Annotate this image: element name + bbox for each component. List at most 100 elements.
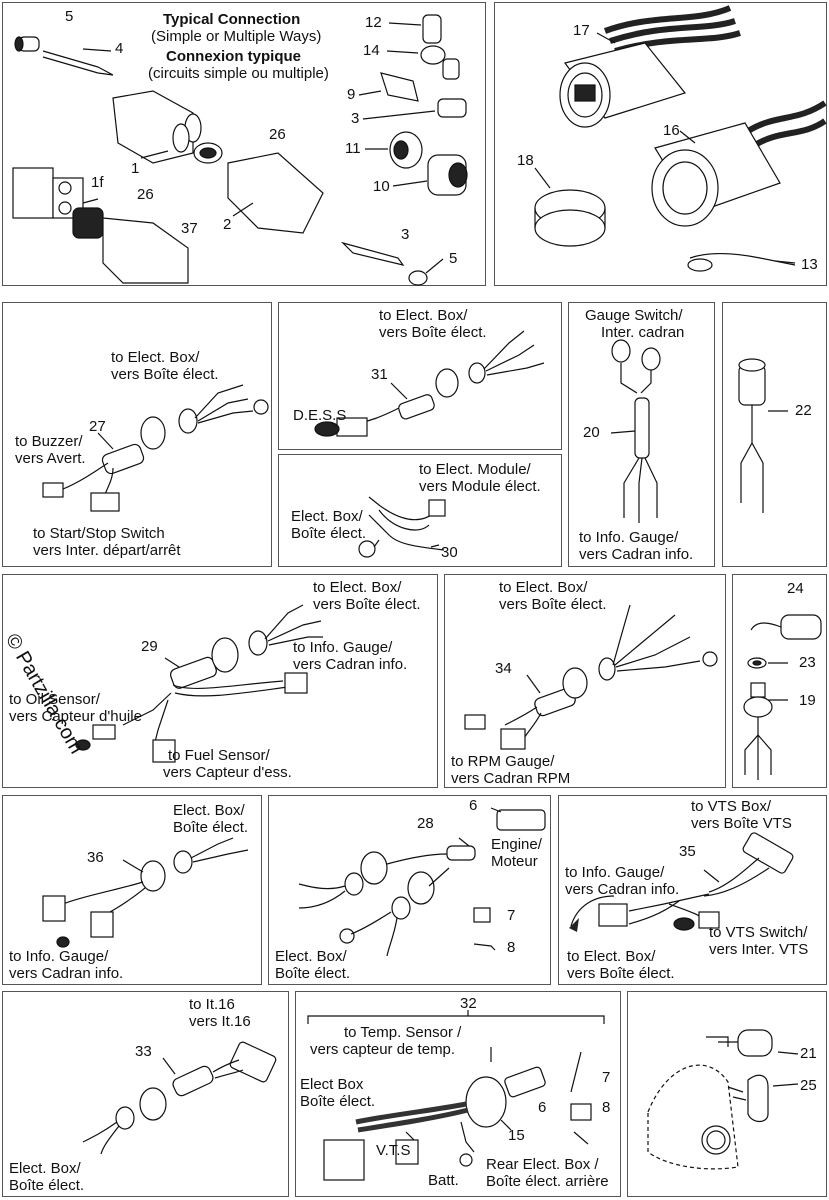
harness-32-box-en: Elect Box xyxy=(300,1076,364,1093)
callout-32: 32 xyxy=(460,995,477,1012)
to-it16-fr: vers It.16 xyxy=(189,1013,251,1030)
panel-gauge-switch: Gauge Switch/ Inter. cadran 20 to Info. … xyxy=(568,302,715,567)
callout-23: 23 xyxy=(799,654,816,671)
harness-31-drawing xyxy=(314,330,545,437)
callout-25: 25 xyxy=(800,1077,817,1094)
vts-box-fr: vers Boîte VTS xyxy=(691,815,792,832)
callout-18: 18 xyxy=(517,152,534,169)
buzzer-fr: vers Avert. xyxy=(15,450,86,467)
batt-label: Batt. xyxy=(428,1172,459,1189)
callout-11: 11 xyxy=(345,140,361,157)
callout-3b: 3 xyxy=(351,110,360,127)
to-it16-en: to It.16 xyxy=(189,996,235,1013)
oil-sensor-fr: vers Capteur d'huile xyxy=(9,708,142,725)
temp-sensor-fr: vers capteur de temp. xyxy=(310,1041,456,1058)
start-switch-en: to Start/Stop Switch xyxy=(33,525,165,542)
callout-24: 24 xyxy=(787,580,804,597)
harness-29-info-en: to Info. Gauge/ xyxy=(293,639,393,656)
fuel-sensor-fr: vers Capteur d'ess. xyxy=(163,764,292,781)
callout-6b: 6 xyxy=(538,1099,547,1116)
harness-36-drawing xyxy=(42,837,249,948)
panel-harness-31: to Elect. Box/ vers Boîte élect. 31 D.E.… xyxy=(278,302,562,450)
sensor-22-drawing xyxy=(738,358,788,513)
harness-29-drawing xyxy=(75,604,323,763)
panel-harness-27: to Elect. Box/ vers Boîte élect. 27 to B… xyxy=(2,302,272,567)
harness-33-box-en: Elect. Box/ xyxy=(9,1160,81,1177)
callout-36: 36 xyxy=(87,849,104,866)
start-switch-fr: vers Inter. départ/arrêt xyxy=(33,542,181,559)
harness-30-box-fr: Boîte élect. xyxy=(291,525,367,542)
harness-33-box-fr: Boîte élect. xyxy=(9,1177,85,1194)
harness-36-info-fr: vers Cadran info. xyxy=(9,965,124,982)
rear-box-en: Rear Elect. Box / xyxy=(486,1156,599,1173)
panel-gauges: 17 16 18 13 xyxy=(494,2,827,286)
harness-30-drawing xyxy=(358,496,446,558)
vts-box-en: to VTS Box/ xyxy=(691,798,772,815)
callout-8: 8 xyxy=(507,939,516,956)
callout-7: 7 xyxy=(507,907,516,924)
harness-33-drawing xyxy=(82,1041,277,1155)
module-en: to Elect. Module/ xyxy=(419,461,531,478)
buzzer-en: to Buzzer/ xyxy=(15,433,83,450)
panel-covers: 21 25 xyxy=(627,991,827,1197)
harness-36-info-en: to Info. Gauge/ xyxy=(9,948,109,965)
rpm-gauge-en: to RPM Gauge/ xyxy=(451,753,555,770)
callout-19: 19 xyxy=(799,692,816,709)
harness-28-drawing xyxy=(298,807,546,957)
callout-12: 12 xyxy=(365,14,382,31)
panel-harness-34: to Elect. Box/ vers Boîte élect. 34 to R… xyxy=(444,574,726,788)
harness-27-to-box-fr: vers Boîte élect. xyxy=(111,366,219,383)
panel-harness-33: to It.16 vers It.16 33 Elect. Box/ Boîte… xyxy=(2,991,289,1197)
harness-35-info-en: to Info. Gauge/ xyxy=(565,864,665,881)
callout-27: 27 xyxy=(89,418,106,435)
callout-5: 5 xyxy=(65,8,74,25)
title-fr: Connexion typique xyxy=(166,48,301,65)
harness-32-drawing xyxy=(307,1010,605,1181)
callout-15: 15 xyxy=(508,1127,525,1144)
panel-harness-35: to VTS Box/ vers Boîte VTS 35 to Info. G… xyxy=(558,795,827,985)
callout-31: 31 xyxy=(371,366,388,383)
callout-35: 35 xyxy=(679,843,696,860)
harness-35-box-en: to Elect. Box/ xyxy=(567,948,656,965)
callout-2: 2 xyxy=(223,216,232,233)
dess-label: D.E.S.S xyxy=(293,407,347,424)
panel-sensor-19: 24 23 19 xyxy=(732,574,827,788)
harness-34-drawing xyxy=(464,604,718,750)
harness-31-to-box-en: to Elect. Box/ xyxy=(379,307,468,324)
panel-typical-connection: Typical Connection (Simple or Multiple W… xyxy=(2,2,486,286)
gauge-switch-info-en: to Info. Gauge/ xyxy=(579,529,679,546)
harness-35-box-fr: vers Boîte élect. xyxy=(567,965,675,982)
panel-harness-28: 6 28 Engine/ Moteur Elect. Box/ Boîte él… xyxy=(268,795,551,985)
panel-harness-30: to Elect. Module/ vers Module élect. Ele… xyxy=(278,454,562,567)
callout-3a: 3 xyxy=(401,226,410,243)
gauge-switch-en: Gauge Switch/ xyxy=(585,307,683,324)
callout-14: 14 xyxy=(363,42,380,59)
module-fr: vers Module élect. xyxy=(419,478,541,495)
callout-6: 6 xyxy=(469,797,478,814)
callout-4: 4 xyxy=(115,40,124,57)
panel-harness-32: 32 to Temp. Sensor / vers capteur de tem… xyxy=(295,991,621,1197)
harness-36-box-fr: Boîte élect. xyxy=(173,819,249,836)
panel-harness-36: Elect. Box/ Boîte élect. 36 to Info. Gau… xyxy=(2,795,262,985)
callout-7b: 7 xyxy=(602,1069,611,1086)
harness-28-box-fr: Boîte élect. xyxy=(275,965,351,982)
harness-34-to-box-fr: vers Boîte élect. xyxy=(499,596,607,613)
engine-en: Engine/ xyxy=(491,836,542,853)
rear-box-fr: Boîte élect. arrière xyxy=(486,1173,609,1190)
harness-29-to-box-en: to Elect. Box/ xyxy=(313,579,402,596)
callout-13: 13 xyxy=(801,256,818,273)
rpm-gauge-fr: vers Cadran RPM xyxy=(451,770,571,787)
callout-26b: 26 xyxy=(269,126,286,143)
callout-30: 30 xyxy=(441,544,458,561)
callout-17: 17 xyxy=(573,22,590,39)
harness-32-box-fr: Boîte élect. xyxy=(300,1093,376,1110)
subtitle-fr: (circuits simple ou multiple) xyxy=(148,65,329,82)
harness-31-to-box-fr: vers Boîte élect. xyxy=(379,324,487,341)
callout-1: 1 xyxy=(131,160,140,177)
callout-8b: 8 xyxy=(602,1099,611,1116)
callout-1f: 1f xyxy=(91,174,104,191)
panel-sensor-22: 22 xyxy=(722,302,827,567)
harness-34-to-box-en: to Elect. Box/ xyxy=(499,579,588,596)
gauge-drawing xyxy=(534,5,827,272)
harness-27-drawing xyxy=(42,384,269,512)
